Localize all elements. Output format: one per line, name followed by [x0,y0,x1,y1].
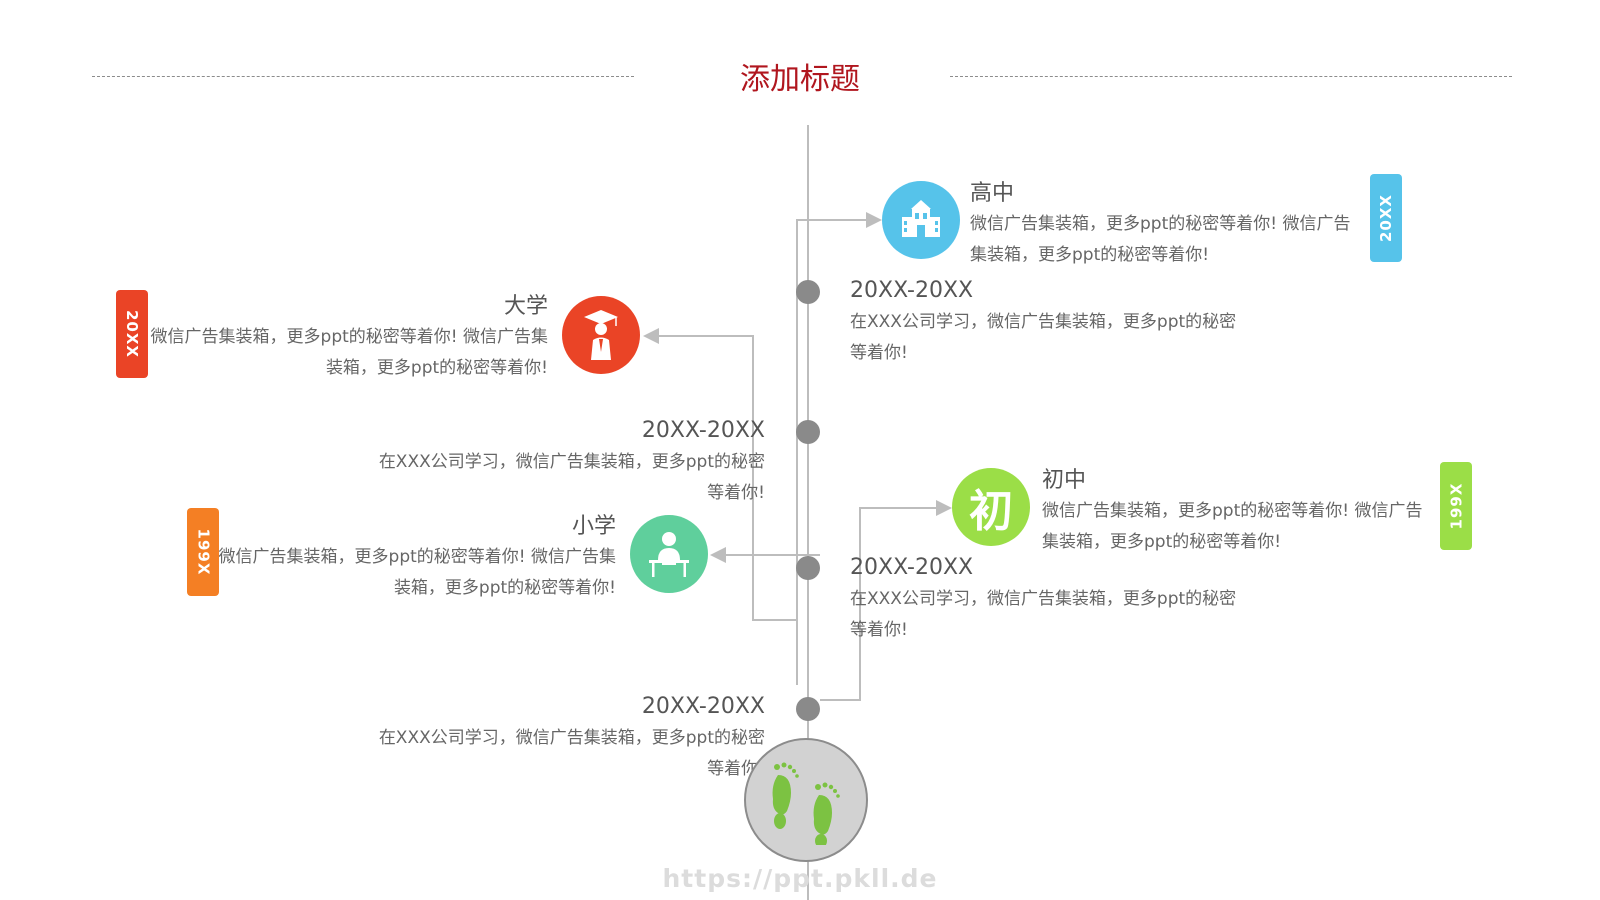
timeline-entry-1: 20XX-20XX 在XXX公司学习，微信广告集装箱，更多ppt的秘密等着你! [850,278,1240,369]
timeline-dot [796,280,820,304]
watermark: https://ppt.pkll.de [662,864,938,893]
timeline-year: 20XX-20XX [850,555,974,580]
timeline-text: 在XXX公司学习，微信广告集装箱，更多ppt的秘密等着你! [378,452,765,503]
stage-text: 微信广告集装箱，更多ppt的秘密等着你! 微信广告集装箱，更多ppt的秘密等着你… [1042,501,1423,552]
timeline-dot [796,556,820,580]
timeline-dot [796,697,820,721]
tag-primary-school: 199X [187,508,219,596]
stage-middle-school: 初中 微信广告集装箱，更多ppt的秘密等着你! 微信广告集装箱，更多ppt的秘密… [1042,462,1432,558]
footprints-icon [744,738,868,862]
student-desk-icon [630,515,708,593]
tag-label: 199X [1447,482,1466,530]
timeline-entry-2: 20XX-20XX 在XXX公司学习，微信广告集装箱，更多ppt的秘密等着你! [375,418,765,509]
timeline-text: 在XXX公司学习，微信广告集装箱，更多ppt的秘密等着你! [850,312,1237,363]
stage-title: 小学 [571,514,616,539]
timeline-entry-4: 20XX-20XX 在XXX公司学习，微信广告集装箱，更多ppt的秘密等着你! [375,694,765,785]
timeline-text: 在XXX公司学习，微信广告集装箱，更多ppt的秘密等着你! [378,728,765,779]
stage-title: 高中 [970,181,1015,206]
tag-label: 20XX [123,309,142,359]
school-building-icon [882,181,960,259]
timeline-year: 20XX-20XX [850,278,974,303]
stage-primary-school: 小学 微信广告集装箱，更多ppt的秘密等着你! 微信广告集装箱，更多ppt的秘密… [216,508,616,604]
connector-middle-school [820,500,952,701]
stage-university: 大学 微信广告集装箱，更多ppt的秘密等着你! 微信广告集装箱，更多ppt的秘密… [148,288,548,384]
graduate-icon [562,296,640,374]
tag-high-school: 20XX [1370,174,1402,262]
timeline-text: 在XXX公司学习，微信广告集装箱，更多ppt的秘密等着你! [850,589,1237,640]
stage-text: 微信广告集装箱，更多ppt的秘密等着你! 微信广告集装箱，更多ppt的秘密等着你… [150,327,548,378]
tag-label: 199X [194,528,213,576]
stage-title: 初中 [1042,468,1087,493]
tag-middle-school: 199X [1440,462,1472,550]
stage-text: 微信广告集装箱，更多ppt的秘密等着你! 微信广告集装箱，更多ppt的秘密等着你… [218,547,616,598]
timeline-year: 20XX-20XX [641,694,765,719]
tag-university: 20XX [116,290,148,378]
timeline-entry-3: 20XX-20XX 在XXX公司学习，微信广告集装箱，更多ppt的秘密等着你! [850,555,1240,646]
title-divider-left [92,76,634,77]
stage-char-icon: 初 [952,468,1030,546]
connector-university [643,328,797,621]
stage-text: 微信广告集装箱，更多ppt的秘密等着你! 微信广告集装箱，更多ppt的秘密等着你… [970,214,1351,265]
title-divider-right [950,76,1512,77]
timeline-year: 20XX-20XX [641,418,765,443]
page-title: 添加标题 [740,62,860,97]
tag-label: 20XX [1377,193,1396,243]
stage-title: 大学 [503,294,548,319]
connector-high-school [796,212,882,685]
timeline-dot [796,420,820,444]
stage-high-school: 高中 微信广告集装箱，更多ppt的秘密等着你! 微信广告集装箱，更多ppt的秘密… [970,175,1360,271]
middle-school-char: 初 [969,486,1013,537]
